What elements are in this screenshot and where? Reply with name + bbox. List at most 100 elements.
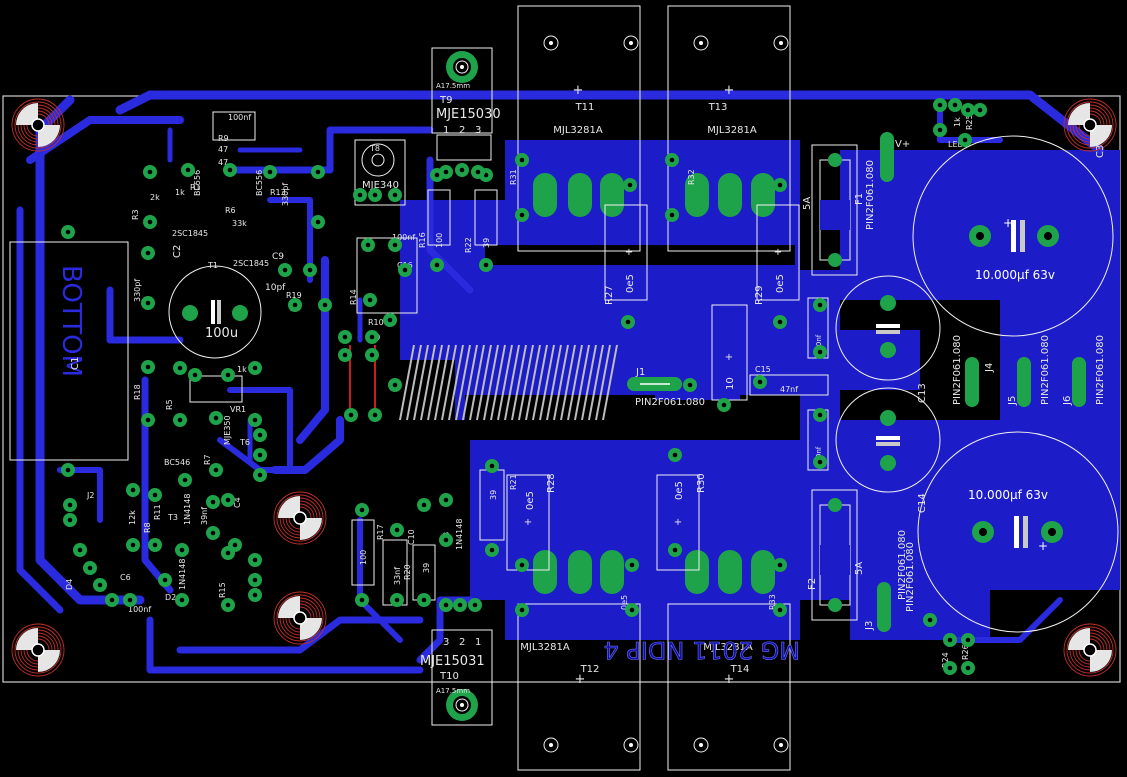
c14-value: 10.000µf 63v	[968, 488, 1048, 502]
svg-text:2: 2	[459, 637, 465, 648]
svg-text:+: +	[674, 517, 682, 528]
coil-turn	[532, 344, 548, 421]
svg-text:MJE340: MJE340	[362, 180, 399, 191]
svg-text:R32: R32	[687, 169, 696, 185]
svg-text:3: 3	[443, 637, 449, 648]
svg-text:D4: D4	[65, 579, 74, 590]
svg-text:A17.5mm: A17.5mm	[436, 82, 470, 90]
coil-turn	[427, 344, 443, 421]
power-pad	[718, 550, 742, 594]
t11-part: MJL3281A	[553, 125, 603, 136]
svg-text:47: 47	[218, 158, 228, 167]
small-components: BOTTOM C1 100nf R9 47 47 BC556 BC556 2SC…	[9, 111, 974, 668]
svg-text:+: +	[524, 517, 532, 528]
svg-text:R25: R25	[965, 114, 974, 130]
fuse-holders: 5A F1 PIN2F061.080 5A F2 PIN2F061.080	[802, 144, 908, 621]
svg-text:R16: R16	[418, 232, 427, 248]
svg-text:C1: C1	[70, 357, 81, 370]
svg-text:R13: R13	[270, 188, 286, 197]
coil-turn	[518, 344, 534, 421]
svg-text:100nf: 100nf	[815, 334, 823, 355]
svg-text:100nf: 100nf	[128, 605, 151, 614]
svg-text:T6: T6	[239, 438, 250, 447]
svg-text:100nf: 100nf	[228, 113, 251, 122]
svg-text:PIN2F061.080: PIN2F061.080	[1040, 335, 1051, 405]
power-pad	[751, 550, 775, 594]
svg-text:C13: C13	[917, 383, 928, 403]
driver-transistors: A17.5mm T9 MJE15030 1 2 3 A17.5mm T10 MJ…	[354, 47, 501, 726]
svg-text:R28: R28	[546, 473, 557, 493]
svg-text:+: +	[1038, 539, 1048, 553]
coil-turn	[483, 344, 499, 421]
svg-text:10pf: 10pf	[265, 283, 286, 293]
svg-text:33k: 33k	[232, 219, 247, 228]
svg-text:F1: F1	[854, 193, 865, 205]
svg-text:VR1: VR1	[230, 405, 246, 414]
coil-turn	[602, 344, 618, 421]
svg-text:R31: R31	[509, 169, 518, 185]
inductor-coil	[399, 344, 618, 421]
mounting-hole	[11, 98, 65, 152]
t12-part: MJL3281A	[520, 642, 570, 653]
svg-text:LED1: LED1	[948, 140, 969, 149]
traces	[16, 90, 1105, 674]
small-pads	[61, 98, 987, 675]
svg-text:R18: R18	[133, 384, 142, 400]
coil-turn	[546, 344, 562, 421]
mounting-hole	[273, 491, 327, 545]
svg-text:3: 3	[475, 125, 481, 136]
svg-text:R33: R33	[768, 594, 777, 610]
svg-text:1k: 1k	[175, 188, 185, 197]
svg-text:R10: R10	[368, 318, 384, 327]
svg-text:C4: C4	[233, 497, 242, 508]
svg-text:R1: R1	[190, 183, 201, 192]
svg-text:PIN2F061.080: PIN2F061.080	[865, 160, 876, 230]
svg-text:C2: C2	[172, 245, 183, 258]
power-pad	[568, 173, 592, 217]
power-pad	[600, 550, 624, 594]
svg-text:J3: J3	[864, 621, 875, 631]
coil-turn	[588, 344, 604, 421]
coil-turn	[476, 344, 492, 421]
coil-turn	[434, 344, 450, 421]
c2-value: 100u	[205, 326, 238, 341]
svg-text:0e5: 0e5	[525, 491, 536, 510]
plus-mark: +	[573, 83, 584, 98]
svg-text:J4: J4	[984, 363, 995, 373]
coil-turn	[525, 344, 541, 421]
power-pad	[568, 550, 592, 594]
coil-turn	[595, 344, 611, 421]
coil-turn	[462, 344, 478, 421]
power-pad	[533, 550, 557, 594]
t14-part: MJL3281A	[703, 642, 753, 653]
svg-text:F2: F2	[807, 578, 818, 590]
svg-text:C14: C14	[917, 493, 928, 513]
svg-text:R19: R19	[286, 291, 302, 300]
svg-text:R11: R11	[153, 504, 162, 520]
svg-text:D2: D2	[165, 593, 176, 602]
svg-text:100: 100	[435, 233, 444, 248]
svg-text:2: 2	[459, 125, 465, 136]
power-pad	[685, 550, 709, 594]
svg-text:0e5: 0e5	[625, 274, 636, 293]
svg-text:PIN2F061.080: PIN2F061.080	[635, 397, 705, 408]
svg-text:+: +	[1003, 216, 1013, 230]
t13-label: T13	[708, 102, 728, 113]
svg-text:PIN2F061.080: PIN2F061.080	[1095, 335, 1106, 405]
svg-text:R6: R6	[225, 206, 236, 215]
svg-text:V+: V+	[895, 139, 910, 150]
coil-turn	[560, 344, 576, 421]
svg-text:MJE350: MJE350	[223, 415, 232, 445]
svg-text:0e5: 0e5	[674, 481, 685, 500]
bottom-label: BOTTOM	[56, 265, 86, 377]
svg-text:330pf: 330pf	[281, 183, 290, 206]
svg-text:39: 39	[482, 238, 491, 248]
power-pad	[718, 173, 742, 217]
svg-text:J1: J1	[635, 367, 645, 378]
board-signature: MG 2011 NDIP 4	[603, 636, 800, 664]
coil-turn	[574, 344, 590, 421]
power-pad	[600, 173, 624, 217]
mounting-hole	[11, 623, 65, 677]
svg-text:1k: 1k	[953, 117, 962, 127]
